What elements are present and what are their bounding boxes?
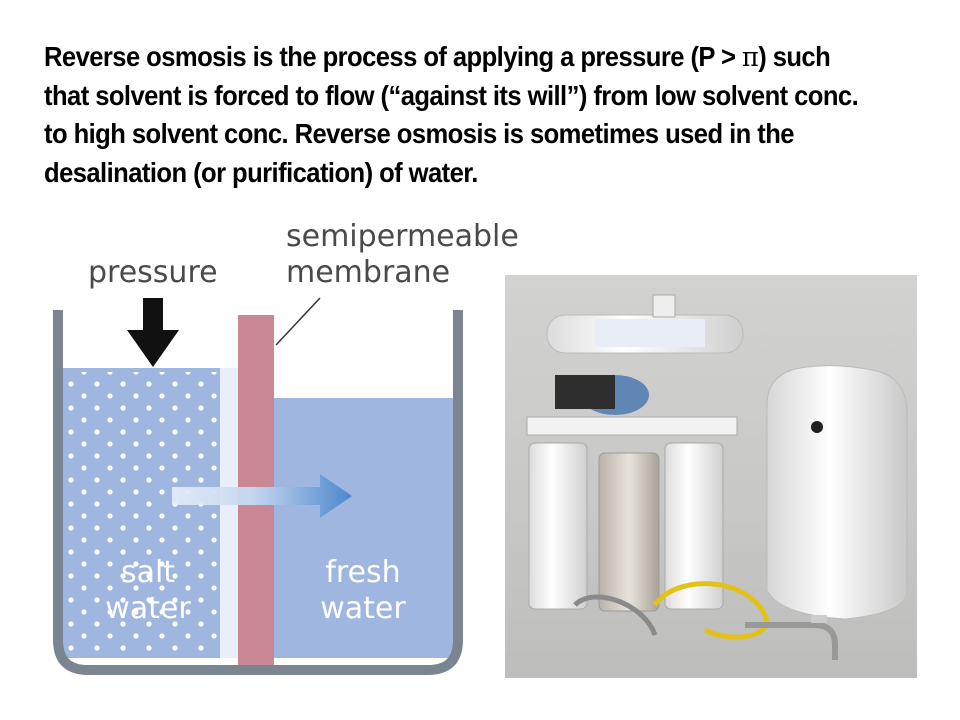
yellow-hose	[652, 581, 770, 640]
paragraph-line-1-start: Reverse osmosis is the process of applyi…	[44, 41, 742, 72]
pressure-label: pressure	[88, 255, 218, 290]
pressure-arrow	[127, 298, 179, 367]
fresh-water	[274, 398, 458, 658]
paragraph-line-3: to high solvent conc. Reverse osmosis is…	[44, 118, 795, 149]
membrane-label-line-2: membrane	[286, 255, 451, 290]
salt-label-line-2: water	[105, 591, 191, 626]
tank-foot	[811, 615, 827, 623]
diagram-graphic	[53, 297, 463, 675]
salt-label-line-1: salt	[120, 555, 176, 590]
faucet	[745, 622, 838, 660]
paragraph-line-2: that solvent is forced to flow (“against…	[44, 79, 859, 111]
membrane-label-line-1: semipermeable	[286, 219, 519, 254]
fresh-label-line-1: fresh	[325, 555, 401, 590]
pump-motor	[555, 375, 615, 409]
filter-canister-3	[664, 442, 724, 610]
uv-cap	[652, 294, 676, 318]
membrane-pointer	[275, 297, 321, 346]
tank-wall	[53, 310, 463, 675]
ro-system-illustration	[526, 294, 908, 660]
uv-label	[595, 319, 705, 347]
filter-canister-2	[598, 452, 660, 612]
tank-valve	[811, 421, 823, 433]
paragraph-line-4: desalination (or purification) of water.	[44, 156, 478, 188]
salt-particles	[60, 372, 235, 654]
particle-buildup	[220, 368, 238, 658]
ro-system-photo	[505, 275, 917, 678]
paragraph-line-1-end: ) such	[758, 41, 831, 72]
pi-symbol: π	[741, 41, 759, 73]
storage-tank	[766, 365, 908, 620]
filter-canister-1	[528, 442, 588, 610]
description-paragraph: Reverse osmosis is the process of applyi…	[44, 38, 881, 192]
flow-arrow	[172, 474, 352, 518]
fresh-label-line-2: water	[320, 591, 406, 626]
paragraph-line-1: Reverse osmosis is the process of applyi…	[44, 38, 881, 77]
steel-hose	[573, 594, 658, 636]
reverse-osmosis-diagram: pressure semipermeable membrane salt wat…	[40, 210, 530, 680]
mounting-bracket	[526, 416, 738, 436]
